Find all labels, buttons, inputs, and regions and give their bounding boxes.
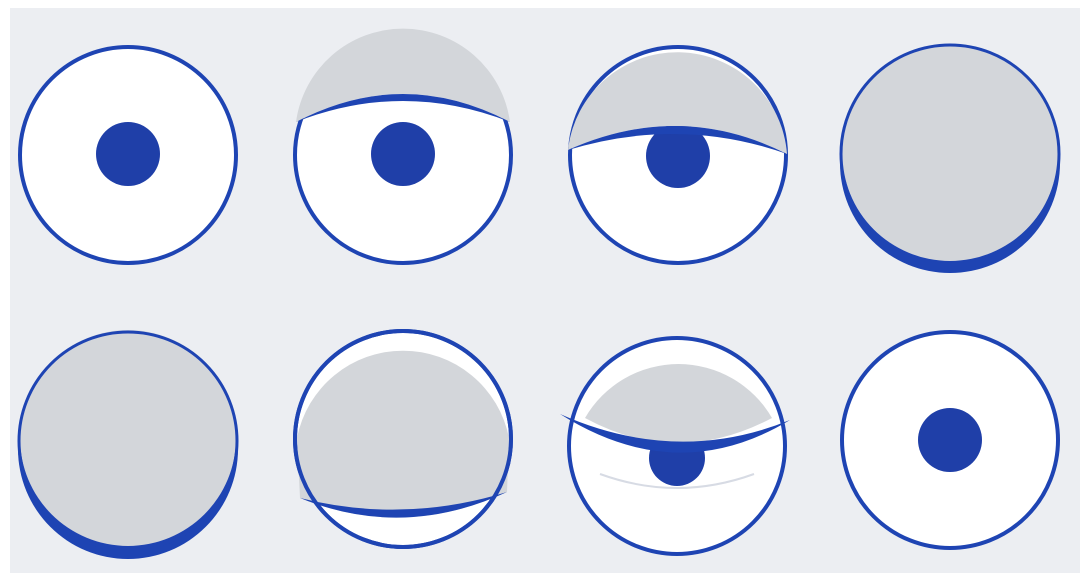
stage-6 bbox=[295, 331, 511, 547]
diagram-panel bbox=[10, 8, 1080, 573]
stage-2 bbox=[295, 29, 511, 263]
stage-3 bbox=[568, 47, 787, 263]
stage-1-dot bbox=[96, 122, 160, 186]
stage-8 bbox=[842, 332, 1058, 548]
stage-5 bbox=[18, 330, 238, 559]
stage-2-dot bbox=[371, 122, 435, 186]
stage-1 bbox=[20, 47, 236, 263]
stage-4 bbox=[840, 45, 1060, 273]
stage-8-dot bbox=[918, 408, 982, 472]
